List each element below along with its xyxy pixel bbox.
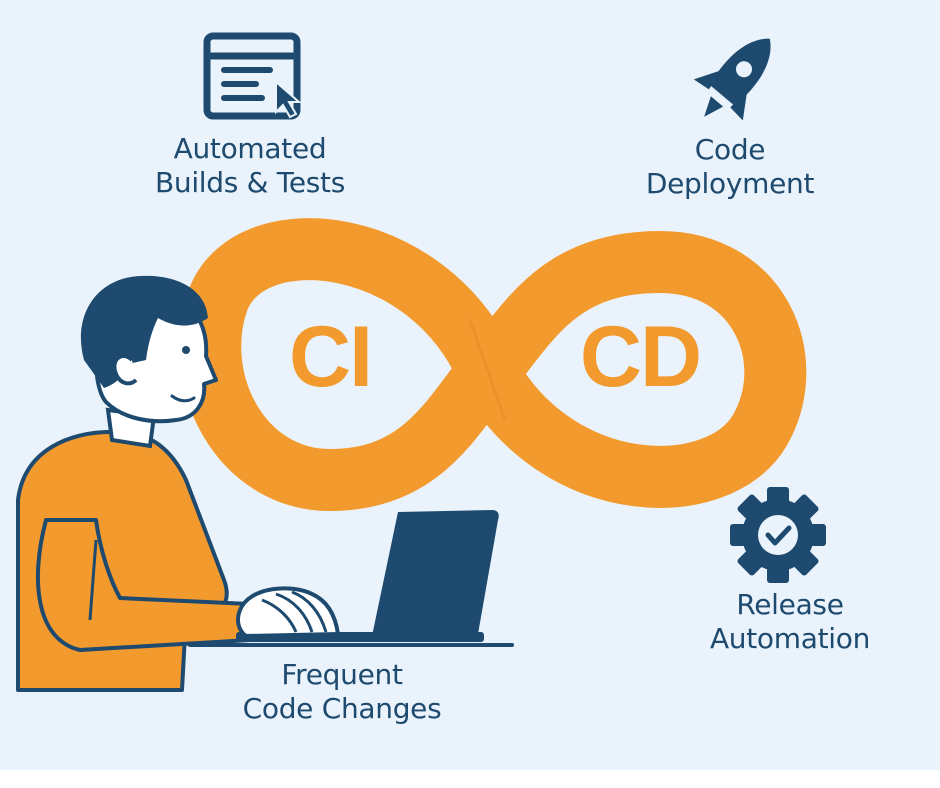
stage-release-automation-label: Release Automation — [680, 588, 900, 656]
stage-code-deployment-label: Code Deployment — [620, 133, 840, 201]
rocket-icon — [693, 38, 771, 121]
infinity-loop — [179, 218, 807, 511]
stage-release-automation-line1: Release — [736, 588, 844, 621]
browser-cursor-icon — [203, 32, 302, 120]
stage-code-deployment-line1: Code — [694, 133, 766, 166]
ci-label: CI — [289, 309, 373, 405]
developer-laptop-illustration — [16, 275, 514, 692]
stage-automated-builds-label: Automated Builds & Tests — [130, 132, 370, 200]
cd-label: CD — [579, 309, 702, 405]
stage-frequent-changes-line1: Frequent — [281, 658, 403, 691]
stage-automated-builds-line1: Automated — [173, 132, 327, 165]
stage-automated-builds-line2: Builds & Tests — [154, 166, 346, 199]
diagram-canvas: CI CD Automated Builds & Tests Code Depl… — [0, 0, 940, 770]
stage-frequent-changes-label: Frequent Code Changes — [212, 658, 472, 726]
stage-release-automation-line2: Automation — [709, 622, 871, 655]
stage-code-deployment-line2: Deployment — [645, 167, 815, 200]
stage-frequent-changes-line2: Code Changes — [242, 692, 442, 725]
diagram-artwork — [16, 32, 826, 692]
gear-check-icon — [730, 487, 826, 583]
